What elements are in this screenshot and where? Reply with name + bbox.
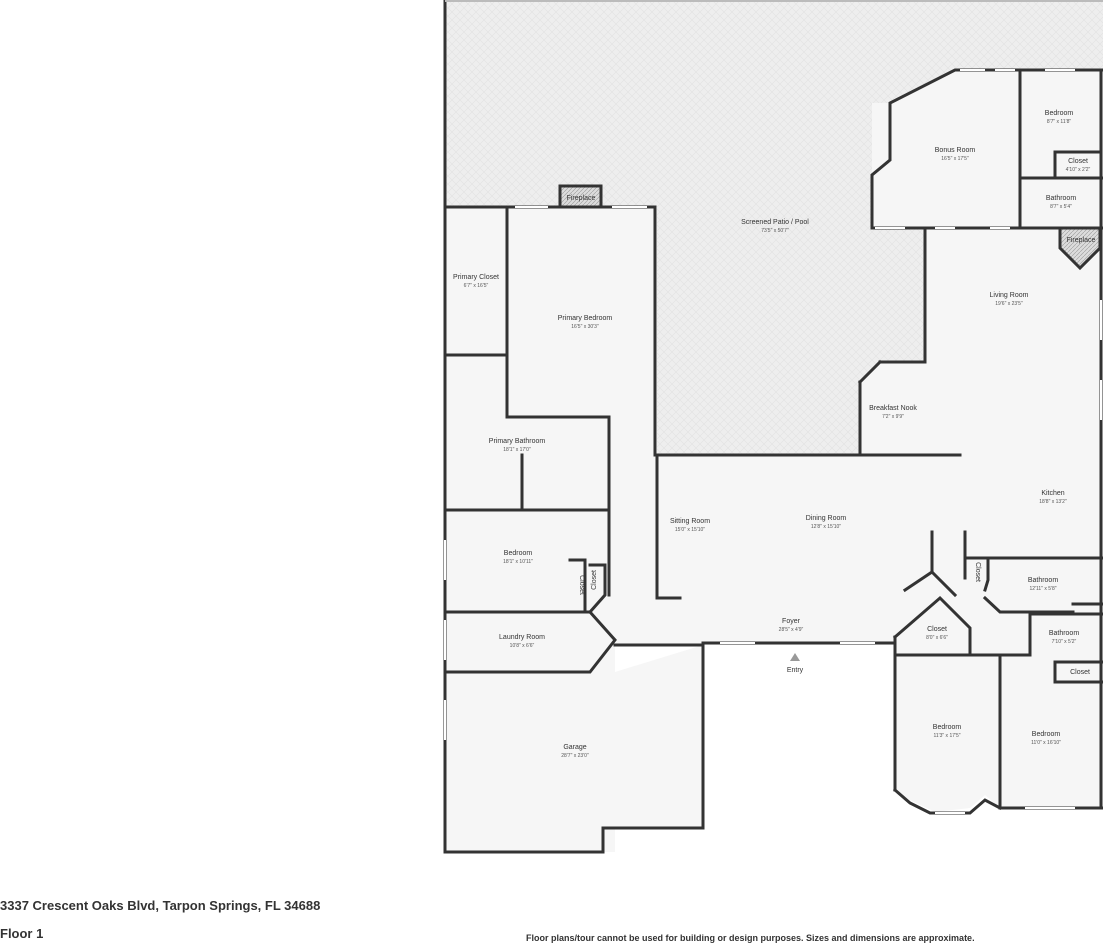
dims-foyer: 28'5" x 4'9" [779,627,804,633]
interior-floor [445,70,1103,852]
dims-bedroom-s1: 11'3" x 17'5" [933,733,960,739]
dims-primary-bedroom: 16'5" x 30'3" [571,324,599,330]
label-primary-closet: Primary Closet [453,274,499,281]
dims-laundry-room: 10'8" x 6'6" [510,643,535,649]
dims-bedroom-s2: 11'0" x 16'10" [1031,740,1061,746]
label-dining-room: Dining Room [806,515,847,522]
label-closet-e: Closet [974,562,981,582]
disclaimer: Floor plans/tour cannot be used for buil… [526,933,975,943]
label-primary-bedroom: Primary Bedroom [558,315,613,322]
dims-closet-ne: 4'10" x 2'2" [1066,167,1091,173]
property-address: 3337 Crescent Oaks Blvd, Tarpon Springs,… [0,898,321,913]
dims-bathroom-ne: 8'7" x 5'4" [1050,204,1072,210]
label-living-room: Living Room [990,292,1029,299]
label-bathroom-e2: Bathroom [1049,630,1080,637]
label-foyer: Foyer [782,618,801,625]
windows [444,69,1102,814]
dims-living-room: 19'6" x 23'5" [995,301,1023,307]
label-patio: Screened Patio / Pool [741,219,809,226]
screened-patio [443,0,1103,455]
dims-breakfast-nook: 7'2" x 9'9" [882,414,904,420]
entry-arrow-icon [790,653,800,661]
label-bedroom-w: Bedroom [504,550,533,557]
label-closet-mid: Closet [927,626,947,633]
dims-patio: 73'5" x 50'7" [761,228,789,234]
label-garage: Garage [563,744,586,751]
label-fireplace-living: Fireplace [1067,237,1096,244]
dims-sitting-room: 15'0" x 15'10" [675,527,705,533]
label-laundry-room: Laundry Room [499,634,545,641]
label-fireplace-primary: Fireplace [567,195,596,202]
label-closet-ne: Closet [1068,158,1088,165]
room-labels: Screened Patio / Pool 73'5" x 50'7" Bonu… [453,110,1095,759]
label-bedroom-s2: Bedroom [1032,731,1061,738]
label-closet-w1: Closet [578,575,585,595]
dims-closet-mid: 8'0" x 6'6" [926,635,948,641]
dims-bathroom-e1: 12'11" x 5'8" [1029,586,1056,592]
label-primary-bathroom: Primary Bathroom [489,438,546,445]
label-closet-se: Closet [1070,669,1090,676]
label-breakfast-nook: Breakfast Nook [869,405,917,412]
dims-dining-room: 12'8" x 15'10" [811,524,841,530]
label-bathroom-e1: Bathroom [1028,577,1059,584]
dims-bonus-room: 16'5" x 17'5" [941,156,969,162]
label-closet-w2: Closet [591,570,598,590]
label-bathroom-ne: Bathroom [1046,195,1077,202]
dims-bedroom-ne: 8'7" x 11'8" [1047,119,1071,125]
dims-garage: 28'7" x 23'0" [561,753,589,759]
dims-bedroom-w: 18'1" x 10'11" [503,559,533,565]
floor-label: Floor 1 [0,926,44,941]
label-bonus-room: Bonus Room [935,147,976,154]
label-entry: Entry [787,667,804,674]
dims-bathroom-e2: 7'10" x 5'2" [1052,639,1077,645]
fireplace-primary [558,184,603,209]
label-kitchen: Kitchen [1041,490,1064,497]
label-bedroom-ne: Bedroom [1045,110,1074,117]
dims-primary-closet: 6'7" x 16'5" [464,283,489,289]
dims-primary-bathroom: 18'1" x 17'0" [503,447,531,453]
label-sitting-room: Sitting Room [670,518,710,525]
dims-kitchen: 18'8" x 13'2" [1039,499,1067,505]
label-bedroom-s1: Bedroom [933,724,962,731]
